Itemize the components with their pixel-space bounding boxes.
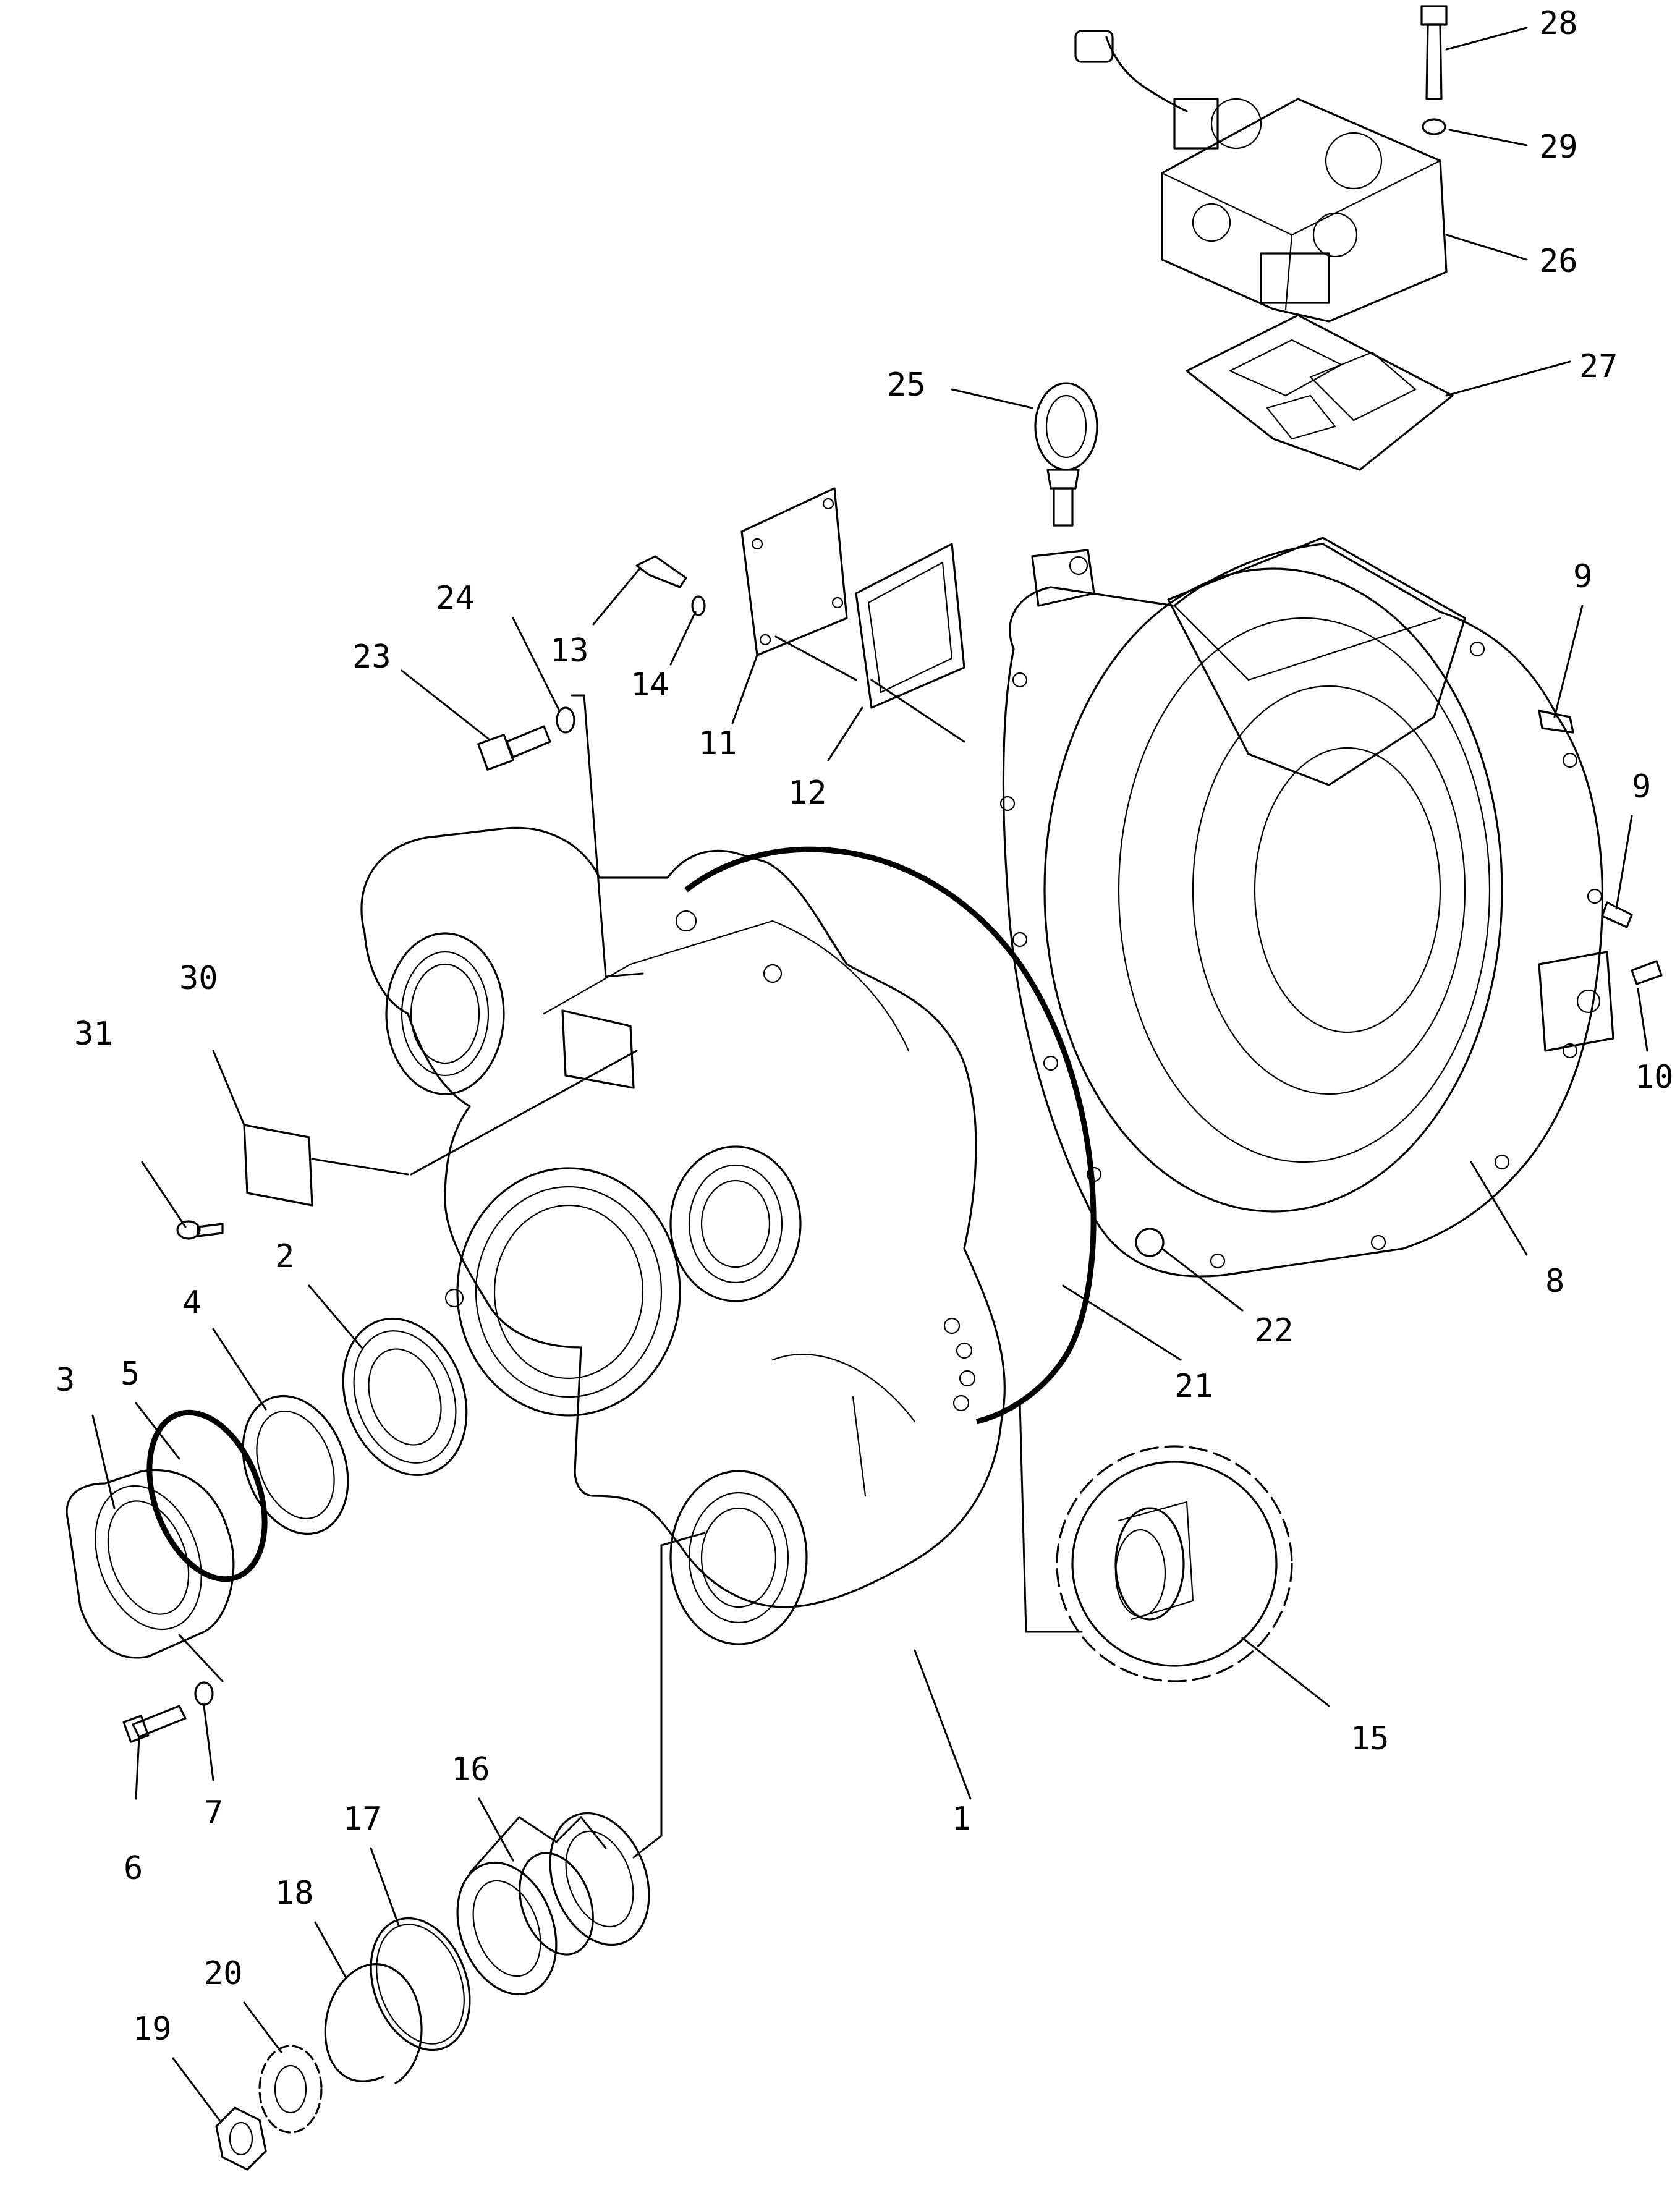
callout-13: 13 bbox=[550, 632, 589, 669]
callout-24: 24 bbox=[436, 580, 475, 617]
callout-26: 26 bbox=[1539, 243, 1578, 280]
callout-17: 17 bbox=[343, 1801, 382, 1838]
valve-gasket bbox=[1186, 314, 1454, 471]
assembly-lines bbox=[178, 635, 1083, 1874]
nut-19 bbox=[215, 2106, 267, 2171]
callout-21: 21 bbox=[1174, 1368, 1213, 1405]
washer-24 bbox=[556, 706, 575, 734]
callout-19: 19 bbox=[133, 2011, 172, 2048]
name-plate-30 bbox=[243, 1124, 313, 1207]
plate-on-case bbox=[561, 1009, 635, 1089]
plug-10 bbox=[1631, 960, 1663, 985]
sprocket-gear bbox=[1056, 1445, 1293, 1682]
taper-bearing-set bbox=[456, 1812, 650, 1996]
callout-22: 22 bbox=[1255, 1312, 1294, 1349]
callout-labels: 1 2 3 4 5 6 7 8 9 9 10 11 12 13 14 15 16… bbox=[56, 5, 1674, 2048]
bolt-13 bbox=[635, 555, 687, 588]
bearing-cover bbox=[66, 1469, 235, 1659]
callout-15: 15 bbox=[1351, 1720, 1389, 1757]
washer-7 bbox=[194, 1681, 214, 1706]
callout-14: 14 bbox=[630, 666, 669, 703]
callout-28: 28 bbox=[1539, 5, 1578, 42]
callout-9-upper: 9 bbox=[1573, 558, 1592, 595]
callout-1: 1 bbox=[952, 1801, 971, 1838]
bolt-28 bbox=[1420, 5, 1448, 100]
callout-9-lower: 9 bbox=[1632, 768, 1651, 805]
callout-7: 7 bbox=[204, 1794, 223, 1831]
plug-9-lower bbox=[1601, 901, 1633, 928]
callout-10: 10 bbox=[1635, 1059, 1674, 1096]
callout-5: 5 bbox=[121, 1355, 140, 1393]
callout-4: 4 bbox=[182, 1284, 202, 1321]
o-ring-5 bbox=[146, 1409, 268, 1582]
callout-12: 12 bbox=[788, 774, 827, 812]
bolt-6 bbox=[122, 1705, 187, 1743]
gasket-12 bbox=[855, 543, 965, 709]
callout-8: 8 bbox=[1545, 1263, 1564, 1300]
callout-11: 11 bbox=[698, 725, 737, 762]
callout-3: 3 bbox=[56, 1362, 75, 1399]
ball-bearing bbox=[342, 1317, 468, 1477]
bolt-23 bbox=[477, 725, 551, 771]
callout-16: 16 bbox=[451, 1751, 490, 1788]
o-ring-21 bbox=[684, 846, 1097, 1425]
screw-31 bbox=[176, 1220, 224, 1240]
washer-29 bbox=[1422, 118, 1446, 135]
cover-plate-11 bbox=[740, 487, 848, 656]
callout-30: 30 bbox=[179, 960, 218, 997]
callout-31: 31 bbox=[74, 1016, 113, 1053]
eye-bolt bbox=[1034, 382, 1098, 527]
callout-27: 27 bbox=[1579, 348, 1618, 385]
washer-14 bbox=[691, 595, 706, 616]
plug-9-upper bbox=[1538, 710, 1574, 734]
callout-29: 29 bbox=[1539, 129, 1578, 166]
transmission-housing bbox=[999, 537, 1614, 1278]
snap-ring-18 bbox=[324, 1963, 423, 2084]
control-valve-assembly bbox=[1074, 30, 1448, 323]
callout-2: 2 bbox=[275, 1238, 294, 1275]
callout-25: 25 bbox=[887, 367, 926, 404]
callout-18: 18 bbox=[275, 1875, 314, 1912]
seal-ring bbox=[242, 1394, 349, 1535]
callout-20: 20 bbox=[204, 1955, 243, 1992]
lock-washer-20 bbox=[258, 2045, 323, 2134]
o-ring-22 bbox=[1135, 1228, 1165, 1257]
gear-case bbox=[360, 826, 1006, 1645]
callout-leaders bbox=[91, 27, 1648, 2121]
callout-23: 23 bbox=[352, 638, 391, 676]
callout-6: 6 bbox=[124, 1850, 143, 1887]
